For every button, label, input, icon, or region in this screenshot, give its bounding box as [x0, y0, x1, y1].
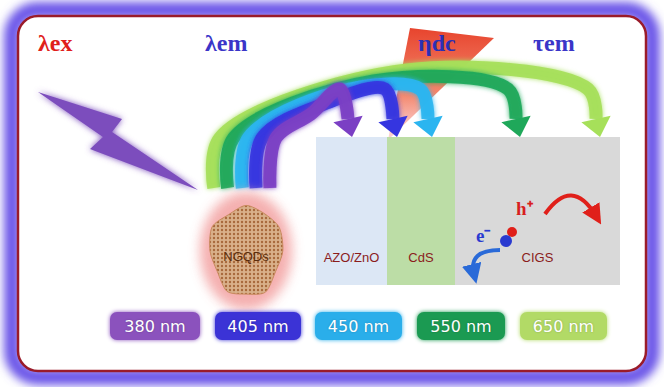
wavelength-chip: 650 nm — [520, 312, 607, 340]
wavelength-chip: 450 nm — [315, 312, 402, 340]
electron-dot — [500, 235, 512, 247]
excitation-bolt — [38, 92, 198, 190]
wavelength-chip: 380 nm — [110, 312, 200, 340]
excitation-symbol: λex — [38, 30, 72, 57]
material-name: NGQDs — [223, 249, 269, 264]
dot-blob — [210, 205, 283, 294]
frame-border — [18, 16, 646, 371]
hole-dot — [507, 227, 517, 237]
frame-glow — [12, 10, 652, 377]
electron-arrow — [473, 250, 500, 274]
layer-name: AZO/ZnO — [324, 250, 380, 265]
arrow-head — [413, 116, 442, 137]
lifetime-symbol: τem — [533, 30, 575, 57]
arrow-head — [333, 116, 362, 137]
layer-band: AZO/ZnO — [316, 137, 387, 285]
wavelength-text: 405 nm — [227, 317, 288, 336]
wavelength-chip: 405 nm — [215, 312, 301, 340]
arrow-head — [501, 116, 530, 137]
arrow-head — [581, 116, 610, 137]
hole-arrow — [545, 195, 596, 216]
wavelength-text: 380 nm — [124, 317, 185, 336]
carrier-label: h⁺ — [516, 195, 533, 221]
layer-name: CdS — [408, 250, 433, 265]
efficiency-symbol: ηdc — [418, 30, 456, 57]
layer-band: CIGS — [455, 137, 620, 285]
carrier-label: e⁻ — [476, 222, 490, 248]
emission-symbol: λem — [205, 30, 247, 57]
arrow-head — [378, 116, 407, 137]
layer-name: CIGS — [522, 250, 554, 265]
layer-band: CdS — [387, 137, 455, 285]
glow-halo — [200, 192, 292, 310]
wavelength-chip: 550 nm — [417, 312, 505, 340]
wavelength-text: 650 nm — [533, 317, 594, 336]
wavelength-text: 550 nm — [430, 317, 491, 336]
quantum-dot-cluster — [200, 188, 292, 306]
quantum-dot-blob: NGQDs — [200, 188, 292, 306]
wavelength-text: 450 nm — [328, 317, 389, 336]
